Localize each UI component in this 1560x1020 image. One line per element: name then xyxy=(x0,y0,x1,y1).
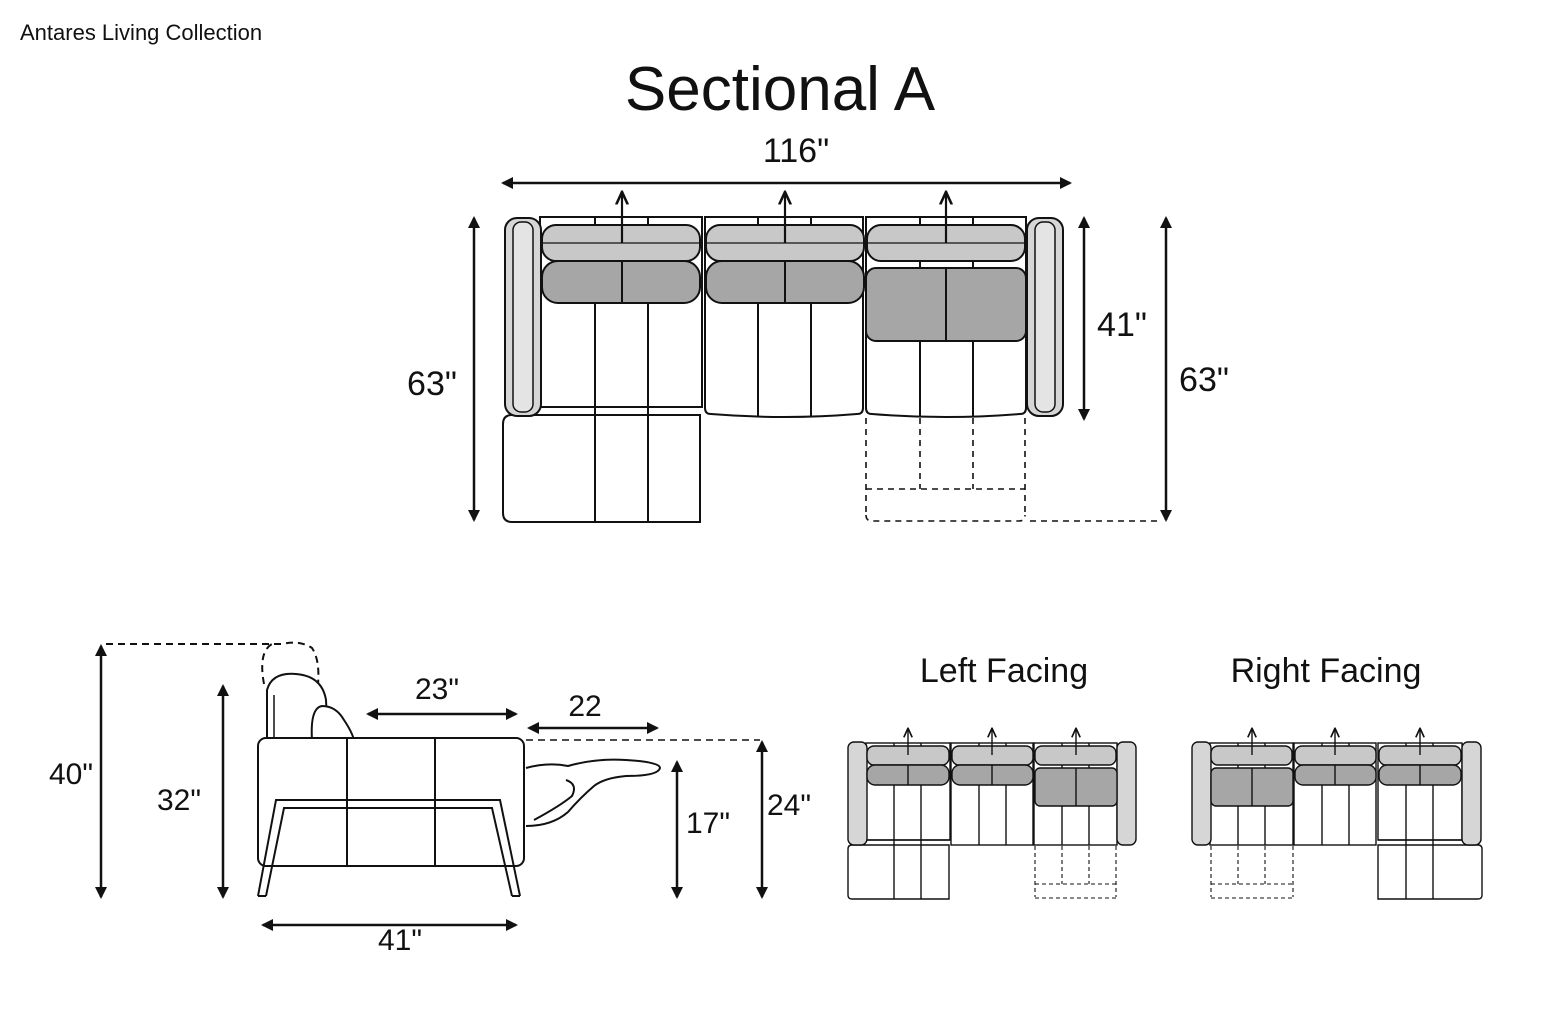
left-facing-label: Left Facing xyxy=(920,652,1088,690)
footrest-extension-label: 22 xyxy=(568,690,601,723)
width-label: 116" xyxy=(763,132,829,170)
recline-arrows xyxy=(622,193,946,243)
left-facing-diagram xyxy=(847,729,1137,900)
top-view xyxy=(502,193,1162,523)
back-height-label: 32" xyxy=(157,784,201,817)
page-title: Sectional A xyxy=(624,55,936,124)
side-seat-body xyxy=(257,737,525,867)
right-facing-label: Right Facing xyxy=(1231,652,1422,690)
side-base-frame xyxy=(257,799,521,897)
brand-name: Antares Living Collection xyxy=(20,20,263,45)
right-depth-label: 63" xyxy=(1179,361,1229,399)
side-depth-label: 41" xyxy=(378,924,422,957)
side-seat-depth-label: 23" xyxy=(415,673,459,706)
reclined-height-label: 24" xyxy=(767,789,811,822)
seat-depth-label: 41" xyxy=(1097,306,1147,344)
side-footrest xyxy=(525,758,662,827)
top-view-dimensions xyxy=(468,177,1172,522)
overall-height-label: 40" xyxy=(49,758,93,791)
right-facing-diagram xyxy=(1191,729,1483,900)
left-depth-label: 63" xyxy=(407,365,457,403)
recliner-footrest-extension xyxy=(865,418,1162,522)
footrest-height-label: 17" xyxy=(686,807,730,840)
side-view xyxy=(106,641,760,897)
side-view-dimensions xyxy=(95,644,768,931)
chaise-section xyxy=(502,414,701,523)
